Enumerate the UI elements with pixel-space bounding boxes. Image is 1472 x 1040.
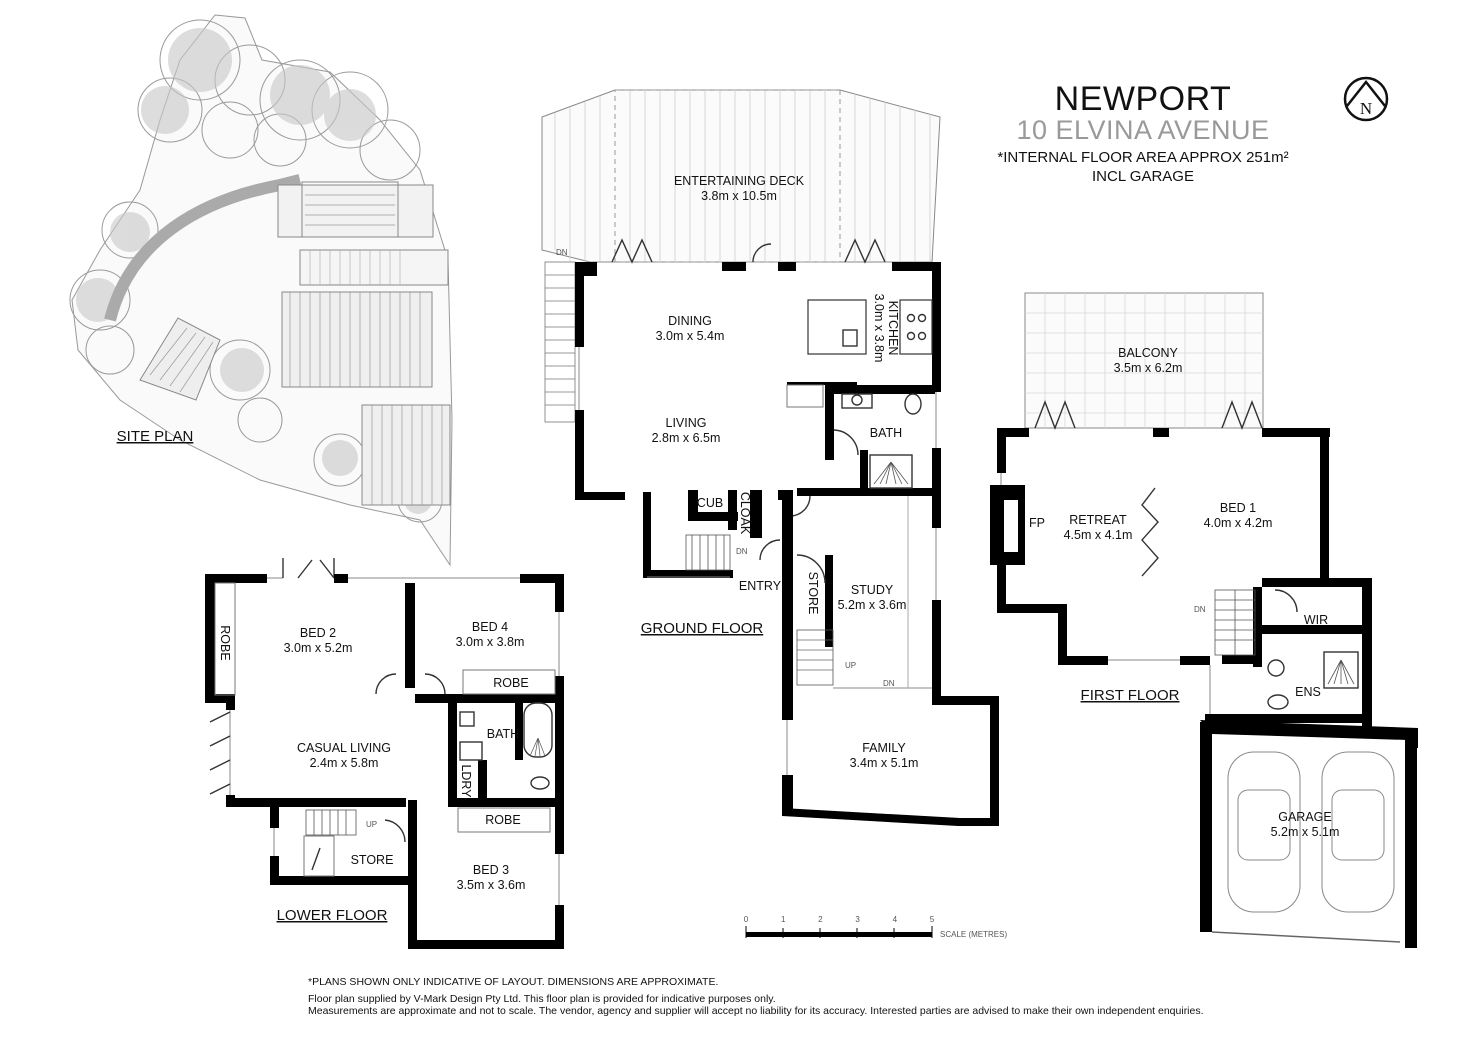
wir-label: WIR xyxy=(1304,613,1328,627)
site-plan-label: SITE PLAN xyxy=(117,428,194,445)
study-size: 5.2m x 3.6m xyxy=(838,598,907,612)
address-title: 10 ELVINA AVENUE xyxy=(1016,115,1270,145)
living-name: LIVING xyxy=(666,416,707,430)
lower-up: UP xyxy=(366,820,377,829)
lower-floor-plan xyxy=(205,558,564,949)
suburb-title: NEWPORT xyxy=(1054,80,1232,118)
lower-bath-label: BATH xyxy=(487,727,519,741)
scale-tick-label: 5 xyxy=(930,915,935,924)
ground-floor-plan xyxy=(541,89,999,826)
scale-tick-label: 0 xyxy=(744,915,749,924)
floor-area-line: *INTERNAL FLOOR AREA APPROX 251m² xyxy=(997,149,1289,166)
ground-floor-label: GROUND FLOOR xyxy=(641,620,764,637)
first-floor-plan xyxy=(990,292,1418,948)
footer-disclaimer: *PLANS SHOWN ONLY INDICATIVE OF LAYOUT. … xyxy=(308,976,719,988)
deck-boards xyxy=(554,90,931,262)
deck-size: 3.8m x 10.5m xyxy=(701,189,777,203)
robe-bed4-label: ROBE xyxy=(493,676,528,690)
ens-label: ENS xyxy=(1295,685,1321,699)
scale-tick-label: 2 xyxy=(818,915,823,924)
family-name: FAMILY xyxy=(862,741,906,755)
ldry-label: LDRY xyxy=(459,764,473,798)
compass-letter: N xyxy=(1360,99,1372,118)
robe-bed3-label: ROBE xyxy=(485,813,520,827)
fp-label: FP xyxy=(1029,516,1045,530)
casual-size: 2.4m x 5.8m xyxy=(310,756,379,770)
study-up: UP xyxy=(845,661,856,670)
cub-label: CUB xyxy=(697,496,723,510)
dining-name: DINING xyxy=(668,314,712,328)
kitchen-name: KITCHEN xyxy=(886,301,900,356)
bed1-name: BED 1 xyxy=(1220,501,1256,515)
north-arrow-icon: N xyxy=(1343,76,1389,122)
scale-label: SCALE (METRES) xyxy=(940,930,1007,939)
scale-tick-label: 1 xyxy=(781,915,786,924)
bed2-size: 3.0m x 5.2m xyxy=(284,641,353,655)
scale-bar: 0 1 2 3 4 5 SCALE (METRES) xyxy=(744,915,1008,939)
retreat-size: 4.5m x 4.1m xyxy=(1064,528,1133,542)
scale-tick-label: 4 xyxy=(893,915,898,924)
deck-dn: DN xyxy=(556,248,568,257)
lower-floor-label: LOWER FLOOR xyxy=(277,907,388,924)
scale-tick-label: 3 xyxy=(855,915,860,924)
cloak-label: CLOAK xyxy=(738,492,752,535)
robe-left-label: ROBE xyxy=(218,625,232,660)
floor-area-note: *INTERNAL FLOOR AREA APPROX 251m² INCL G… xyxy=(960,148,1326,186)
first-floor-label: FIRST FLOOR xyxy=(1081,687,1180,704)
deck-name: ENTERTAINING DECK xyxy=(674,174,805,188)
floor-area-line-2: INCL GARAGE xyxy=(1092,168,1194,185)
family-size: 3.4m x 5.1m xyxy=(850,756,919,770)
bed3-name: BED 3 xyxy=(473,863,509,877)
footer-liability: Measurements are approximate and not to … xyxy=(308,1005,1204,1017)
family-dn: DN xyxy=(883,679,895,688)
dining-size: 3.0m x 5.4m xyxy=(656,329,725,343)
bed4-size: 3.0m x 3.8m xyxy=(456,635,525,649)
balcony-name: BALCONY xyxy=(1118,346,1178,360)
bed4-name: BED 4 xyxy=(472,620,508,634)
casual-name: CASUAL LIVING xyxy=(297,741,391,755)
balcony-size: 3.5m x 6.2m xyxy=(1114,361,1183,375)
footer-supplier: Floor plan supplied by V-Mark Design Pty… xyxy=(308,993,776,1005)
garage-size: 5.2m x 5.1m xyxy=(1271,825,1340,839)
retreat-name: RETREAT xyxy=(1069,513,1127,527)
bed3-size: 3.5m x 3.6m xyxy=(457,878,526,892)
store-label: STORE xyxy=(806,572,820,615)
entry-label: ENTRY xyxy=(739,579,782,593)
living-size: 2.8m x 6.5m xyxy=(652,431,721,445)
study-name: STUDY xyxy=(851,583,894,597)
entry-dn: DN xyxy=(736,547,748,556)
bed2-name: BED 2 xyxy=(300,626,336,640)
kitchen-size: 3.0m x 3.8m xyxy=(872,294,886,363)
site-plan: SITE PLAN xyxy=(69,14,453,567)
garage-cars xyxy=(1227,751,1395,913)
garage-name: GARAGE xyxy=(1278,810,1332,824)
lower-store-label: STORE xyxy=(351,853,394,867)
bed1-size: 4.0m x 4.2m xyxy=(1204,516,1273,530)
first-floor-dn: DN xyxy=(1194,605,1206,614)
ground-bath-label: BATH xyxy=(870,426,902,440)
